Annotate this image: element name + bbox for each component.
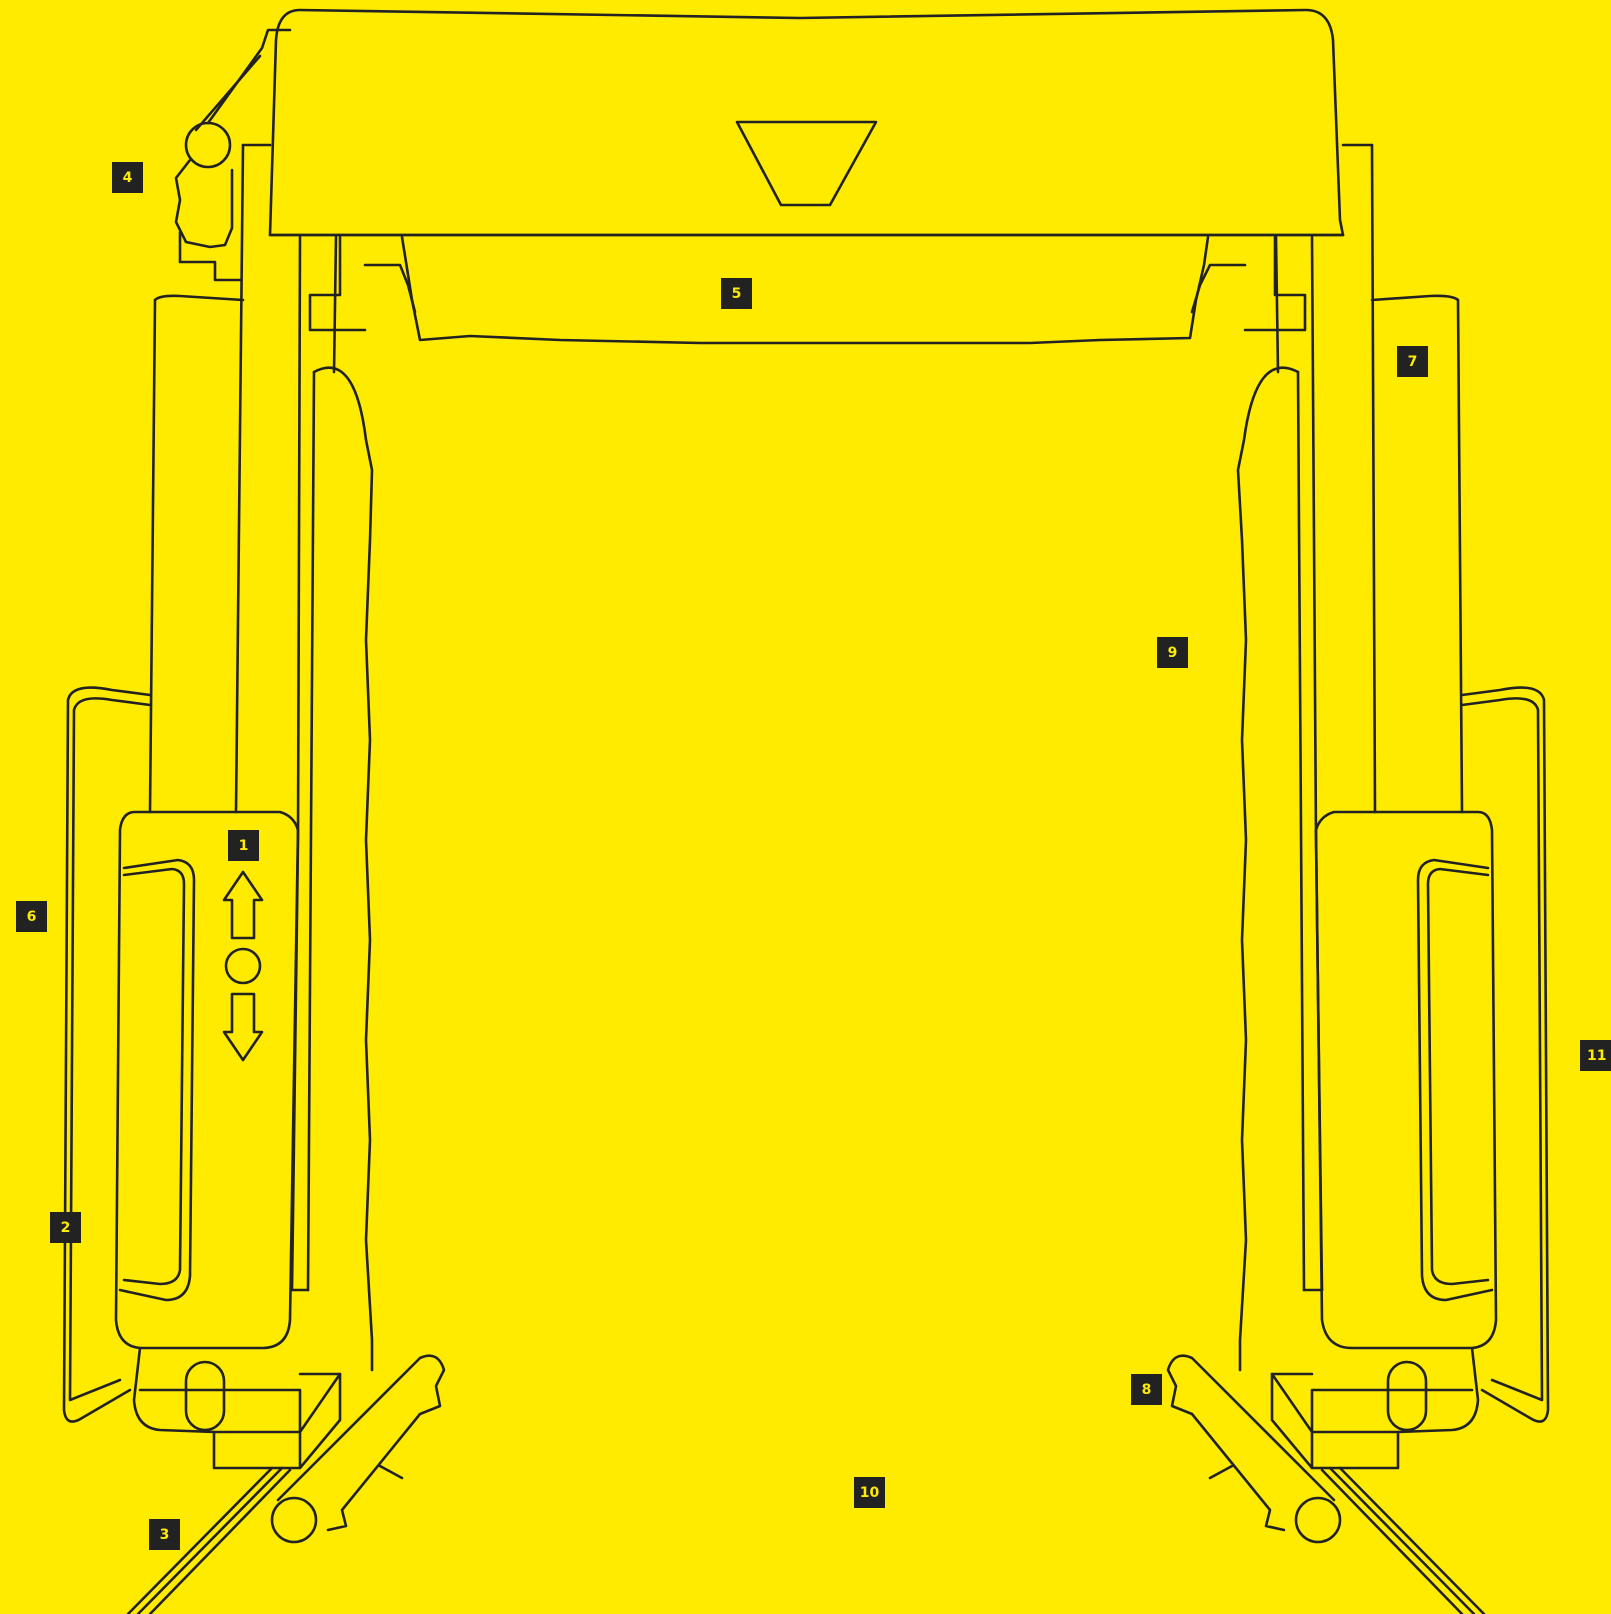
left-nozzle-arm — [270, 1354, 446, 1544]
callout-9: 9 — [1157, 637, 1188, 668]
right-outer-rail — [1460, 686, 1550, 1423]
right-nozzle-arm — [1166, 1354, 1342, 1544]
right-base-wheel — [1270, 1346, 1480, 1470]
left-base-wheel — [132, 1346, 342, 1470]
callout-8: 8 — [1131, 1374, 1162, 1405]
left-side-brush — [312, 366, 374, 1372]
top-brush — [308, 235, 1307, 345]
cover-logo-icon — [735, 120, 878, 207]
right-floor-rail — [1320, 1466, 1486, 1614]
gantry-top-cover — [268, 8, 1345, 237]
circle-icon — [224, 947, 262, 985]
callout-11: 11 — [1580, 1040, 1611, 1071]
callout-10: 10 — [854, 1477, 885, 1508]
callout-6: 6 — [16, 901, 47, 932]
left-outer-rail — [62, 686, 152, 1423]
right-side-brush — [1236, 366, 1300, 1372]
arrow-down-icon — [222, 992, 264, 1062]
left-control-panel — [114, 810, 300, 1350]
callout-7: 7 — [1397, 346, 1428, 377]
callout-5: 5 — [721, 278, 752, 309]
left-floor-rail — [126, 1466, 292, 1614]
arrow-up-icon — [222, 870, 264, 940]
callout-2: 2 — [50, 1212, 81, 1243]
callout-4: 4 — [112, 162, 143, 193]
top-left-lamp — [174, 28, 292, 282]
callout-3: 3 — [149, 1519, 180, 1550]
right-control-panel — [1314, 810, 1498, 1350]
callout-1: 1 — [228, 830, 259, 861]
left-column — [148, 143, 338, 1292]
